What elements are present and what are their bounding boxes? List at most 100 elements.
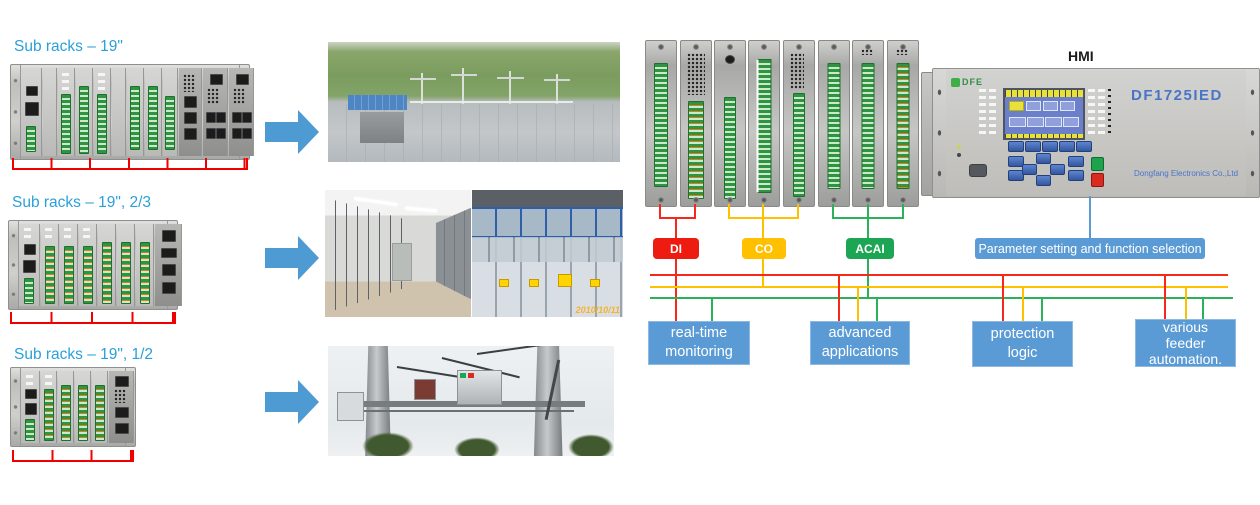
hmi-key: [1008, 156, 1024, 167]
subrack-19-2of3-image: [8, 220, 182, 310]
bus-line-green: [650, 297, 1233, 299]
rack-modules: [21, 371, 134, 443]
company-name: Dongfang Electronics Co.,Ltd: [1133, 169, 1239, 178]
function-box-various-feeder-automation: various feeder automation.: [1135, 319, 1236, 367]
arrow-up-key: [1036, 153, 1051, 164]
function-box-protection-logic: protection logic: [972, 321, 1073, 367]
subrack-19-label: Sub racks – 19": [14, 38, 123, 55]
room-door: [392, 243, 412, 281]
hmi-key: [1042, 141, 1058, 152]
bracket-line: [694, 204, 696, 217]
co-tag: CO: [742, 238, 786, 259]
function-box-real-time-monitoring: real-time monitoring: [648, 321, 750, 365]
bracket-line: [659, 204, 661, 217]
hmi-callout-box: Parameter setting and function selection: [975, 238, 1205, 259]
photo-timestamp: 2010/10/11: [575, 305, 620, 315]
right-arrow-icon: [265, 236, 319, 280]
di-module-card: [645, 40, 677, 207]
co-module-card: [714, 40, 746, 207]
hmi-title: HMI: [1068, 48, 1094, 64]
di-module-card: [680, 40, 712, 207]
acai-module-card: [887, 40, 919, 207]
model-number: DF1725IED: [1131, 87, 1223, 104]
meter-box: [336, 392, 365, 421]
switchgear-closeup-photo: 2010/10/11: [472, 190, 623, 317]
bracket-line: [832, 204, 834, 217]
hmi-key: [1008, 141, 1024, 152]
right-arrow-icon: [265, 380, 319, 424]
connector-line: [1022, 286, 1024, 321]
co-module-card: [748, 40, 780, 207]
width-measure-line-1of2: [12, 450, 134, 462]
bracket-line: [659, 217, 696, 219]
acai-tag: ACAI: [846, 238, 894, 259]
rack-modules: [19, 224, 182, 306]
bracket-line: [867, 219, 869, 238]
serial-port: [969, 164, 987, 177]
connector-line: [857, 286, 859, 321]
power-off-key: [1091, 173, 1104, 187]
pole-mounted-device-photo: [328, 346, 614, 456]
connector-line: [1041, 297, 1043, 321]
hmi-key: [1008, 170, 1024, 181]
mounting-ear: [1246, 72, 1259, 194]
bracket-line: [728, 204, 730, 217]
hmi-key: [1025, 141, 1041, 152]
bracket-line: [797, 204, 799, 217]
rack-flange-left: [11, 65, 21, 159]
co-module-card: [783, 40, 815, 207]
rack-flange-left: [11, 368, 21, 446]
bus-line-red: [650, 274, 1228, 276]
acai-module-card: [852, 40, 884, 207]
blue-roof-building: [348, 94, 407, 111]
connector-line: [876, 297, 878, 321]
bus-line-yellow: [650, 286, 1228, 288]
lcd-screen: [1003, 88, 1085, 140]
hmi-device-photo: DFE DF1725IED: [932, 68, 1260, 198]
connector-line: [711, 297, 713, 321]
rack-flange-left: [9, 221, 19, 309]
connector-line: [1185, 286, 1187, 319]
arrow-right-key: [1050, 164, 1065, 175]
connector-line-blue: [1089, 196, 1091, 238]
connector-line: [1202, 297, 1204, 319]
width-measure-line-19: [12, 158, 248, 170]
power-on-key: [1091, 157, 1104, 171]
bracket-line: [728, 217, 799, 219]
bracket-line: [832, 217, 904, 219]
bracket-line: [762, 219, 764, 238]
acai-module-card: [818, 40, 850, 207]
status-led: [957, 145, 961, 149]
width-measure-line-2of3: [10, 312, 176, 324]
hmi-key: [1068, 156, 1084, 167]
function-box-advanced-applications: advanced applications: [810, 321, 910, 365]
dfe-logo: DFE: [951, 77, 983, 87]
hmi-key: [1068, 170, 1084, 181]
subrack-19-1of2-image: [10, 367, 136, 447]
connector-line: [1164, 274, 1166, 319]
bracket-line: [867, 204, 869, 217]
hmi-key: [1076, 141, 1092, 152]
connector-line: [1002, 274, 1004, 321]
connector-line: [762, 259, 764, 287]
switchgear-room-photo: [325, 190, 471, 317]
status-led: [957, 153, 961, 157]
arrow-down-key: [1036, 175, 1051, 186]
hmi-key: [1059, 141, 1075, 152]
control-building: [360, 111, 404, 143]
bracket-line: [902, 204, 904, 217]
connector-line: [867, 259, 869, 298]
feeder-terminal-unit: [456, 370, 502, 406]
di-tag: DI: [653, 238, 699, 259]
right-arrow-icon: [265, 110, 319, 154]
subrack-19-image: [10, 64, 254, 160]
connector-line: [675, 259, 677, 321]
bracket-line: [675, 219, 677, 238]
rack-modules: [21, 68, 254, 156]
substation-aerial-photo: [328, 42, 620, 162]
arrow-left-key: [1022, 164, 1037, 175]
mounting-ear: [933, 72, 946, 194]
transformer-unit: [413, 379, 436, 400]
connector-line: [838, 274, 840, 321]
